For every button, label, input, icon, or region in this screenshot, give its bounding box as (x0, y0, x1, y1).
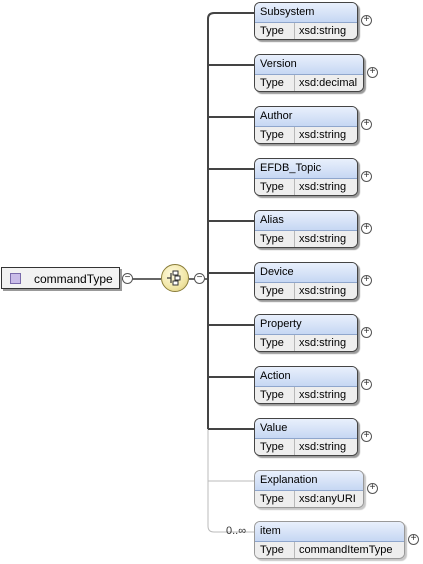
type-separator (294, 387, 295, 403)
expand-plus-icon-Action[interactable]: + (361, 379, 372, 390)
type-separator (294, 335, 295, 351)
element-name: Action (255, 367, 357, 387)
type-separator (294, 542, 295, 558)
type-value: xsd:string (299, 441, 347, 453)
element-name: EFDB_Topic (255, 159, 357, 179)
spine-line (207, 12, 254, 429)
element-name: Explanation (255, 471, 363, 491)
expand-plus-icon-Device[interactable]: + (361, 275, 372, 286)
type-label: Type (260, 285, 284, 297)
type-value: commandItemType (299, 544, 393, 556)
optional-spine-line (207, 429, 254, 533)
type-separator (294, 75, 295, 91)
type-label: Type (260, 441, 284, 453)
type-label: Type (260, 233, 284, 245)
type-value: xsd:anyURI (299, 493, 356, 505)
expand-plus-icon-item[interactable]: + (408, 534, 419, 545)
type-value: xsd:string (299, 181, 347, 193)
type-label: Type (260, 389, 284, 401)
cardinality-label: 0..∞ (226, 525, 247, 537)
expand-plus-icon-Alias[interactable]: + (361, 223, 372, 234)
type-value: xsd:string (299, 25, 347, 37)
element-name: item (255, 522, 404, 542)
expand-plus-icon-Property[interactable]: + (361, 327, 372, 338)
type-label: Type (260, 129, 284, 141)
element-name: Value (255, 419, 357, 439)
type-label: Type (260, 337, 284, 349)
type-separator (294, 283, 295, 299)
root-collapse-minus-icon[interactable]: − (122, 273, 133, 284)
type-separator (294, 23, 295, 39)
type-separator (294, 439, 295, 455)
type-value: xsd:string (299, 129, 347, 141)
expand-plus-icon-Value[interactable]: + (361, 431, 372, 442)
type-separator (294, 231, 295, 247)
expand-plus-icon-Version[interactable]: + (367, 67, 378, 78)
sequence-compositor-icon (167, 270, 181, 286)
element-name: Device (255, 263, 357, 283)
sequence-compositor[interactable] (161, 264, 189, 292)
type-separator (294, 179, 295, 195)
type-separator (294, 491, 295, 507)
complex-type-icon (10, 273, 21, 284)
type-label: Type (260, 25, 284, 37)
element-name: Author (255, 107, 357, 127)
expand-plus-icon-Explanation[interactable]: + (367, 483, 378, 494)
type-value: xsd:string (299, 285, 347, 297)
type-label: Type (260, 181, 284, 193)
element-name: Version (255, 55, 363, 75)
element-name: Alias (255, 211, 357, 231)
expand-plus-icon-EFDB_Topic[interactable]: + (361, 171, 372, 182)
element-name: Property (255, 315, 357, 335)
type-label: Type (260, 493, 284, 505)
expand-plus-icon-Subsystem[interactable]: + (361, 15, 372, 26)
type-value: xsd:decimal (299, 77, 358, 89)
root-element-commandType[interactable]: commandType (1, 267, 120, 289)
sequence-collapse-minus-icon[interactable]: − (194, 273, 205, 284)
type-separator (294, 127, 295, 143)
root-element-label: commandType (34, 272, 113, 286)
type-label: Type (260, 77, 284, 89)
type-value: xsd:string (299, 389, 347, 401)
type-label: Type (260, 544, 284, 556)
type-value: xsd:string (299, 233, 347, 245)
type-value: xsd:string (299, 337, 347, 349)
expand-plus-icon-Author[interactable]: + (361, 119, 372, 130)
element-name: Subsystem (255, 3, 357, 23)
